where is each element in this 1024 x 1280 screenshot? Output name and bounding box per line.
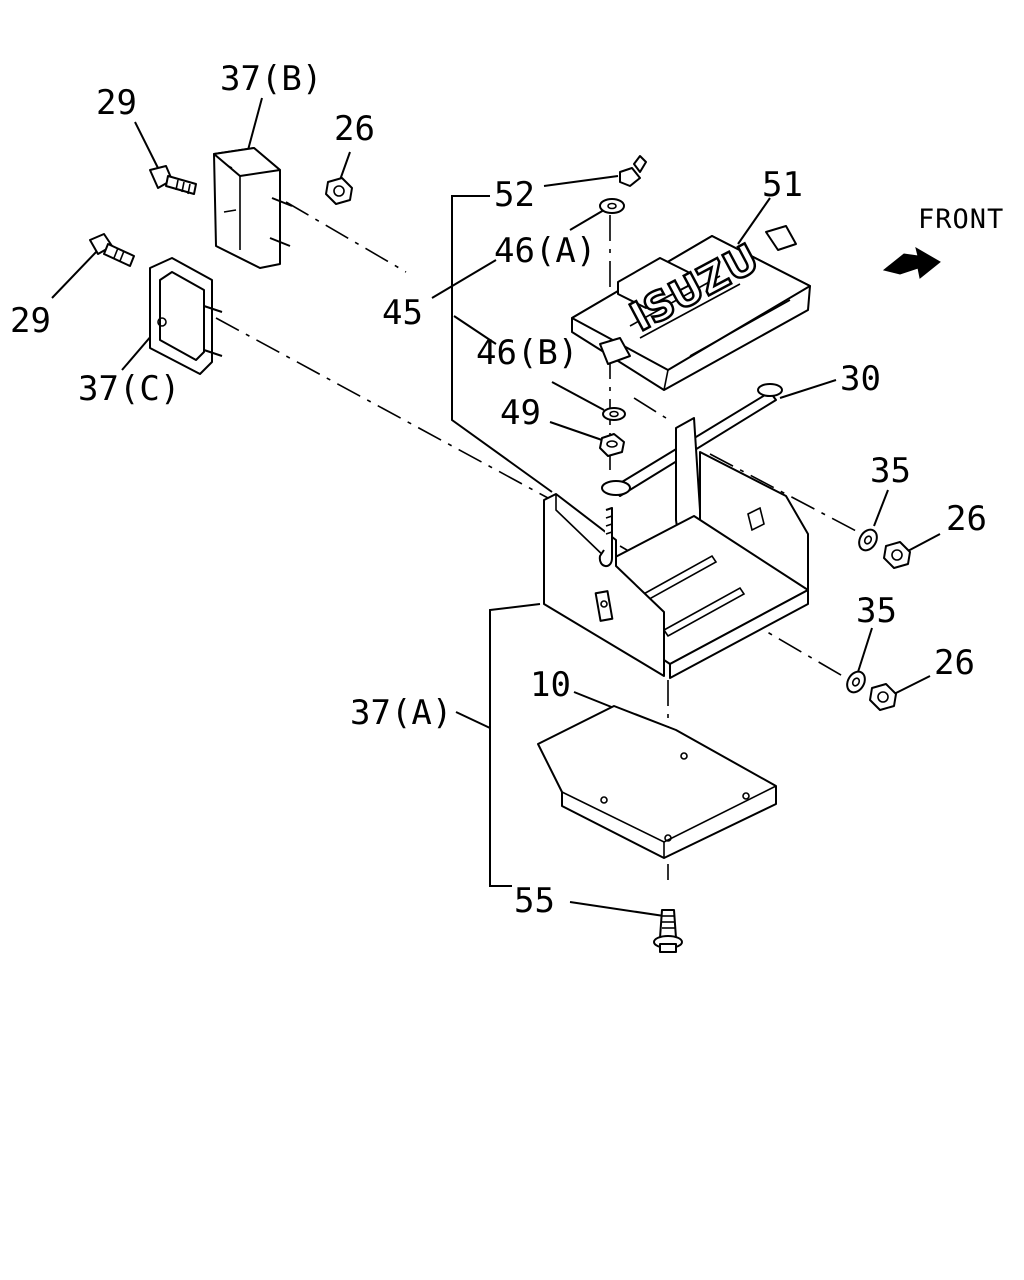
leader-52: [543, 175, 619, 187]
tray-front-lip: [669, 589, 809, 679]
hold-bar-30-end-ring: [757, 383, 783, 397]
bolt-29-lower: [89, 233, 135, 267]
group-brackets: [451, 195, 553, 887]
battery-51-ribs: [629, 275, 791, 357]
center-line-37c-stud: [215, 317, 549, 499]
callout-37c: 37(C): [78, 369, 180, 409]
base-plate-10: [537, 705, 777, 859]
callout-55: 55: [514, 881, 555, 921]
leader-30: [779, 379, 837, 399]
callout-30: 30: [840, 359, 881, 399]
bracket-37b-stud-lower: [269, 237, 291, 247]
callout-51: 51: [762, 165, 803, 205]
bolt-29-upper-shank: [165, 175, 197, 195]
leader-46a: [569, 209, 605, 231]
center-line-bracket-nut: [709, 453, 859, 533]
nut-49-body: [599, 433, 625, 457]
callout-35-lower: 35: [856, 591, 897, 631]
washer-46b: [602, 407, 626, 421]
leader-46b: [551, 381, 605, 411]
leader-51: [737, 197, 771, 245]
bracket-37c-stud-lower: [203, 349, 223, 357]
hold-bar-30-eye: [601, 480, 631, 496]
callout-49: 49: [500, 393, 541, 433]
bracket-37c-stud-upper: [203, 305, 223, 313]
battery-51-terminal-cover: [617, 257, 689, 309]
leader-26-low: [893, 675, 931, 695]
leader-37b: [247, 97, 263, 151]
bolt-55-head: [659, 943, 677, 953]
tray-slot-2: [662, 586, 746, 638]
bracket-37b-top-lip: [213, 147, 281, 177]
leader-55: [569, 901, 665, 917]
bolt-55-shank: [659, 909, 677, 939]
leader-35-upper: [873, 489, 889, 527]
callout-45: 45: [382, 293, 423, 333]
battery-51-hold-clip: [599, 337, 631, 365]
bolt-29-lower-shank: [103, 243, 135, 267]
nut-26-low: [869, 683, 897, 711]
leader-29-lower: [51, 249, 99, 299]
front-label: FRONT: [918, 204, 1004, 235]
battery-tray-37a: [543, 417, 809, 679]
bracket-37b: [213, 147, 293, 269]
bolt-29-upper: [149, 165, 197, 195]
nut-49: [599, 433, 625, 457]
leader-26-mid: [905, 533, 941, 553]
leader-29-upper: [134, 121, 159, 169]
leader-lines: [51, 97, 941, 917]
washer-46a: [599, 198, 625, 214]
callout-46b: 46(B): [476, 333, 578, 373]
callout-10: 10: [530, 665, 571, 705]
wing-nut-52-wing: [633, 155, 647, 173]
bracket-37b-marks: [223, 165, 237, 213]
leader-26-top: [339, 151, 351, 181]
nut-26-top: [325, 177, 353, 205]
center-line-37b-bolt: [285, 201, 407, 273]
callout-35-upper: 35: [870, 451, 911, 491]
battery-51: ISUZU: [571, 225, 811, 391]
bracket-37c: [149, 257, 223, 375]
nut-26-top-body: [325, 177, 353, 205]
leader-35-lower: [857, 627, 873, 673]
leader-49: [549, 421, 603, 441]
tray-j-hook-rod: [598, 507, 613, 567]
callout-29-lower: 29: [10, 301, 51, 341]
bracket-37b-stud-upper: [271, 197, 293, 207]
callout-52: 52: [494, 175, 535, 215]
callout-37a: 37(A): [350, 693, 452, 733]
center-line-battery-bracket: [633, 397, 667, 419]
leader-10: [573, 691, 615, 709]
nut-26-mid: [883, 541, 911, 569]
callout-37b: 37(B): [220, 59, 322, 99]
bolt-55: [653, 909, 683, 953]
leader-45-arm: [453, 315, 497, 345]
callout-26-top: 26: [334, 109, 375, 149]
callout-46a: 46(A): [494, 231, 596, 271]
wing-nut-52-body: [619, 167, 641, 187]
front-direction-arrow: FRONT: [882, 204, 1004, 279]
tray-square-hole: [747, 506, 765, 532]
tray-left-slot: [594, 590, 614, 622]
callout-labels: 29 37(B) 26 29 37(C) 45 52 46(A) 46(B) 4…: [10, 59, 987, 921]
bracket-37a-group: [489, 603, 541, 887]
wing-nut-52: [619, 155, 647, 187]
callout-26-mid: 26: [946, 499, 987, 539]
center-line-tray-nut: [619, 545, 847, 679]
leader-45: [431, 259, 497, 299]
callout-29-upper: 29: [96, 83, 137, 123]
callout-26-low: 26: [934, 643, 975, 683]
base-plate-10-body: [537, 705, 777, 859]
tray-left-wall: [543, 493, 665, 677]
leader-37a: [455, 711, 491, 729]
bracket-45-group: [451, 195, 553, 493]
washer-35-lower: [846, 670, 866, 694]
battery-51-vent-plug: [765, 225, 797, 251]
washer-35-upper: [858, 528, 878, 552]
front-arrow-icon: [882, 246, 941, 279]
